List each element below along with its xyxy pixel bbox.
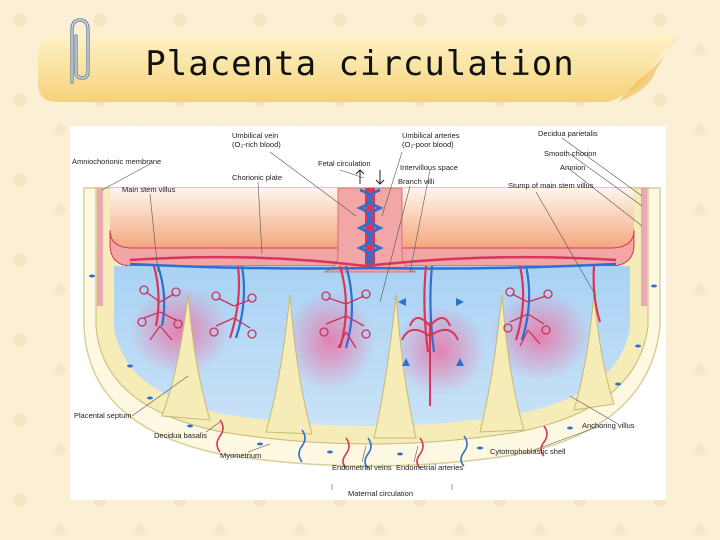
branch-villi	[137, 285, 553, 349]
label-endometrial-arteries: Endometrial arteries	[396, 463, 463, 472]
label-fetal-circulation: Fetal circulation	[318, 159, 371, 168]
label-anchoring-villus: Anchoring villus	[582, 421, 635, 430]
label-endometrial-veins: Endometrial veins	[332, 463, 392, 472]
label-decidua-basalis: Decidua basalis	[154, 431, 207, 440]
leader-lines	[101, 137, 643, 463]
main-stem-villi	[152, 265, 602, 353]
placenta-diagram: Umbilical vein (O₂-rich blood) Umbilical…	[70, 126, 666, 500]
placental-septa	[161, 293, 615, 439]
label-chorionic-plate: Chorionic plate	[232, 173, 282, 182]
label-myometrium: Myometrium	[220, 451, 261, 460]
page-title: Placenta circulation	[145, 44, 575, 84]
label-umbilical-vein: Umbilical vein	[232, 131, 278, 140]
label-placental-septum: Placental septum	[74, 411, 132, 420]
label-main-stem-villus: Main stem villus	[122, 185, 176, 194]
maternal-blood-jets	[401, 317, 459, 406]
label-maternal-circulation: Maternal circulation	[348, 489, 413, 498]
title-banner	[38, 30, 678, 102]
label-amnion: Amnion	[560, 163, 585, 172]
label-cytotrophoblastic-shell: Cytotrophoblastic shell	[490, 447, 566, 456]
label-smooth-chorion: Smooth chorion	[544, 149, 597, 158]
decidual-cells	[89, 274, 657, 456]
label-umbilical-vein-note: (O₂-rich blood)	[232, 140, 281, 149]
label-intervillous-space: Intervillous space	[400, 163, 458, 172]
flow-arrows	[398, 298, 464, 366]
label-decidua-parietalis: Decidua parietalis	[538, 129, 598, 138]
label-stump-main-stem-villus: Stump of main stem villus	[508, 181, 594, 190]
label-amniochorionic-membrane: Amniochorionic membrane	[72, 157, 161, 166]
paperclip-icon	[70, 18, 90, 84]
label-umbilical-arteries: Umbilical arteries	[402, 131, 460, 140]
label-umbilical-arteries-note: (O₂-poor blood)	[402, 140, 454, 149]
label-branch-villi: Branch villi	[398, 177, 435, 186]
endometrial-vessels	[216, 419, 548, 469]
